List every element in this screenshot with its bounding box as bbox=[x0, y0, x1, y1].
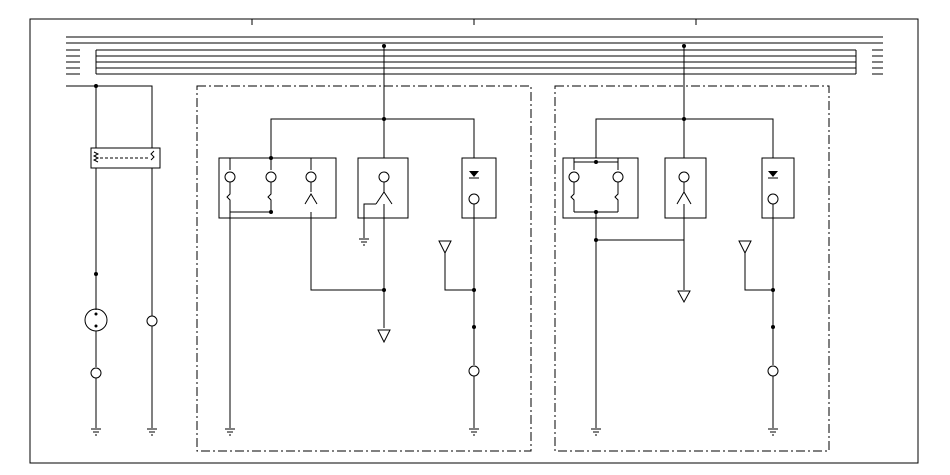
ground-icon bbox=[91, 428, 101, 436]
ground-icon bbox=[147, 428, 157, 436]
diode-icon bbox=[768, 171, 778, 177]
connector-icon bbox=[612, 171, 624, 183]
connector-icon bbox=[767, 193, 779, 205]
module-boundary bbox=[196, 85, 532, 452]
ground-icon bbox=[359, 238, 369, 246]
ground-icon bbox=[469, 428, 479, 436]
power-bus-bars bbox=[66, 36, 883, 75]
triangle-connector-icon bbox=[438, 240, 452, 255]
middle-circuit bbox=[196, 44, 532, 452]
connector-icon bbox=[767, 365, 779, 377]
triangle-connector-icon bbox=[677, 290, 691, 304]
right-circuit bbox=[554, 44, 830, 452]
indicator-module bbox=[761, 157, 795, 219]
connector-icon bbox=[305, 171, 317, 183]
connector-icon bbox=[265, 171, 277, 183]
connector-icon bbox=[468, 365, 480, 377]
triangle-connector-icon bbox=[738, 240, 752, 255]
ground-icon bbox=[591, 428, 601, 436]
switch-module bbox=[357, 157, 409, 219]
connector-icon bbox=[568, 171, 580, 183]
connector-icon bbox=[224, 171, 236, 183]
switch-module bbox=[562, 157, 639, 219]
diode-icon bbox=[469, 171, 479, 177]
relay-component bbox=[90, 147, 161, 169]
ground-icon bbox=[225, 428, 235, 436]
connector-icon bbox=[678, 171, 690, 183]
lamp-icon bbox=[84, 308, 108, 332]
switch-module bbox=[218, 157, 337, 219]
connector-icon bbox=[90, 367, 102, 379]
left-circuit bbox=[66, 84, 161, 436]
switch-module bbox=[664, 157, 707, 219]
indicator-module bbox=[461, 157, 497, 219]
module-boundary bbox=[554, 85, 830, 452]
ground-icon bbox=[768, 428, 778, 436]
connector-icon bbox=[378, 171, 390, 183]
triangle-connector-icon bbox=[377, 329, 391, 344]
connector-icon bbox=[468, 193, 480, 205]
connector-icon bbox=[146, 315, 158, 327]
